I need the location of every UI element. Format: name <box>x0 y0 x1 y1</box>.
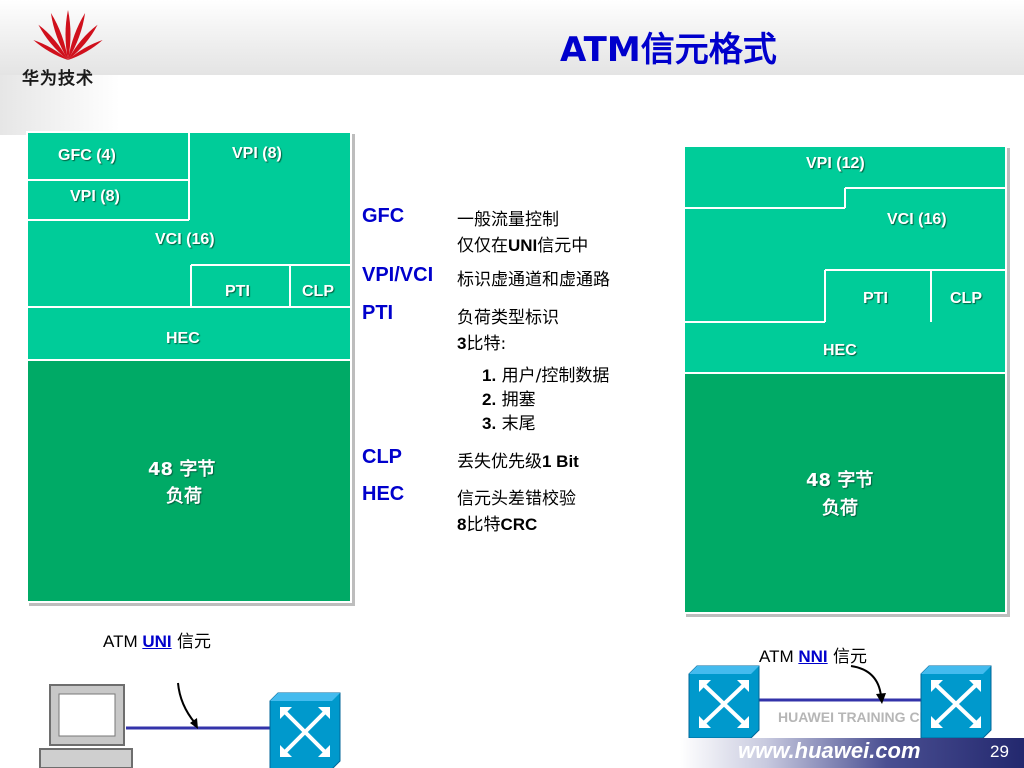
uni-clp-label: CLP <box>302 283 334 300</box>
switch-icon-nni-right <box>920 665 992 738</box>
uni-network-diagram <box>39 682 341 768</box>
def-hec-line2: 8比特CRC <box>457 515 538 535</box>
switch-icon-uni <box>269 692 341 768</box>
website-link[interactable]: www.huawei.com <box>738 738 921 763</box>
nni-cell-payload <box>683 372 1007 614</box>
def-term-pti: PTI <box>362 302 394 324</box>
caption-nni: ATM NNI 信元 <box>759 647 868 667</box>
def-pti-item2: 2. 拥塞 <box>482 390 536 410</box>
def-clp-line1: 丢失优先级1 Bit <box>457 452 579 472</box>
page-number: 29 <box>990 742 1009 761</box>
uni-vci-label: VCI (16) <box>155 231 215 248</box>
huawei-logo-icon <box>33 10 103 60</box>
nni-hec-label: HEC <box>823 342 857 359</box>
def-pti-line1: 负荷类型标识 <box>457 308 559 328</box>
nni-network-diagram <box>688 665 992 738</box>
def-gfc-line1: 一般流量控制 <box>457 210 559 230</box>
uni-payload-label: 负荷 <box>166 486 202 507</box>
uni-vpi-second-label: VPI (8) <box>70 188 120 205</box>
def-gfc-line2: 仅仅在UNI信元中 <box>457 236 589 256</box>
nni-payload-label: 负荷 <box>822 498 858 519</box>
def-term-gfc: GFC <box>362 205 405 227</box>
uni-vpi-top-label: VPI (8) <box>232 145 282 162</box>
uni-field-dividers <box>26 131 350 308</box>
uni-cell-payload <box>26 359 352 603</box>
def-term-clp: CLP <box>362 446 402 468</box>
nni-clp-label: CLP <box>950 290 982 307</box>
footer-bar <box>680 738 1024 768</box>
def-term-vpivci: VPI/VCI <box>362 264 434 286</box>
caption-uni: ATM UNI 信元 <box>103 632 212 652</box>
nni-payload-size: 48 字节 <box>806 470 874 491</box>
nni-pti-label: PTI <box>863 290 888 307</box>
uni-payload-size: 48 字节 <box>148 459 216 480</box>
def-hec-line1: 信元头差错校验 <box>457 489 576 509</box>
def-pti-line2: 3比特: <box>457 334 507 354</box>
header-sidebar-band <box>0 75 120 135</box>
header-band <box>0 0 1024 75</box>
uni-gfc-label: GFC (4) <box>58 147 116 164</box>
nni-vci-label: VCI (16) <box>887 211 947 228</box>
switch-icon-nni-left <box>688 665 760 738</box>
page-title: ATM信元格式 <box>560 30 777 70</box>
def-pti-item3: 3. 末尾 <box>482 414 536 434</box>
logo-text: 华为技术 <box>22 69 94 89</box>
training-watermark: HUAWEI TRAINING CENTRE <box>778 709 967 725</box>
nni-cell-header <box>683 145 1007 374</box>
uni-pti-label: PTI <box>225 283 250 300</box>
def-pti-item1: 1. 用户/控制数据 <box>482 366 610 386</box>
def-vpivci-line1: 标识虚通道和虚通路 <box>457 270 610 290</box>
nni-vpi-label: VPI (12) <box>806 155 865 172</box>
nni-field-dividers <box>683 187 1005 323</box>
uni-hec-label: HEC <box>166 330 200 347</box>
def-term-hec: HEC <box>362 483 405 505</box>
computer-icon <box>39 684 133 768</box>
